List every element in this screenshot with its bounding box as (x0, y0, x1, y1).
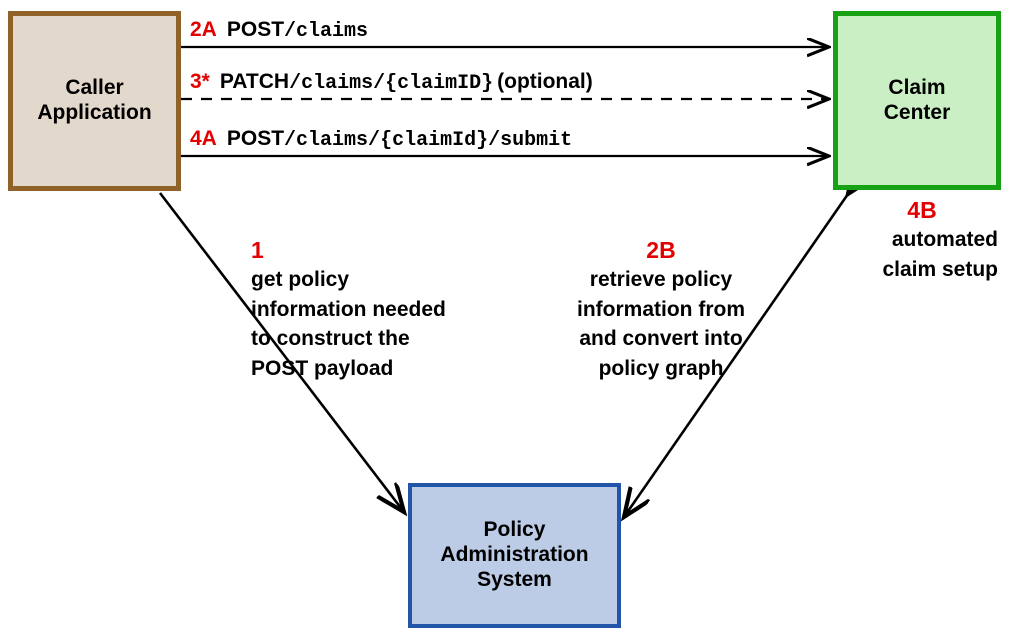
annotation-step-4b: 4B automated claim setup (846, 196, 998, 284)
http-verb-4a: POST (226, 127, 285, 150)
step-number-1: 1 (251, 237, 264, 263)
annotation-step-1: 1 get policy information needed to const… (251, 236, 451, 384)
edge-label-post-submit: 4A POST/claims/{claimId}/submit (190, 128, 576, 151)
annotation-step-2b: 2B retrieve policy information from and … (556, 236, 766, 384)
step-number-4a: 4A (190, 127, 217, 150)
annotation-step-4b-text: automated claim setup (882, 227, 998, 281)
http-path-2a: /claims (284, 20, 369, 43)
step-number-2a: 2A (190, 18, 217, 41)
http-path-4a: /claims/{claimId}/submit (284, 129, 573, 152)
edge-label-post-claims: 2A POST/claims (190, 19, 372, 42)
edge-label-patch-claims: 3* PATCH/claims/{claimID}(optional) (190, 71, 593, 94)
http-verb-2a: POST (226, 18, 285, 41)
http-path-3: /claims/{claimID} (289, 72, 494, 95)
step-number-4b: 4B (907, 197, 937, 223)
step-number-2b: 2B (646, 237, 676, 263)
annotation-step-2b-text: retrieve policy information from and con… (577, 267, 745, 381)
annotation-step-1-text: get policy information needed to constru… (251, 267, 446, 381)
http-verb-3: PATCH (219, 70, 290, 93)
http-note-3: (optional) (497, 70, 593, 93)
step-number-3: 3* (190, 70, 210, 93)
